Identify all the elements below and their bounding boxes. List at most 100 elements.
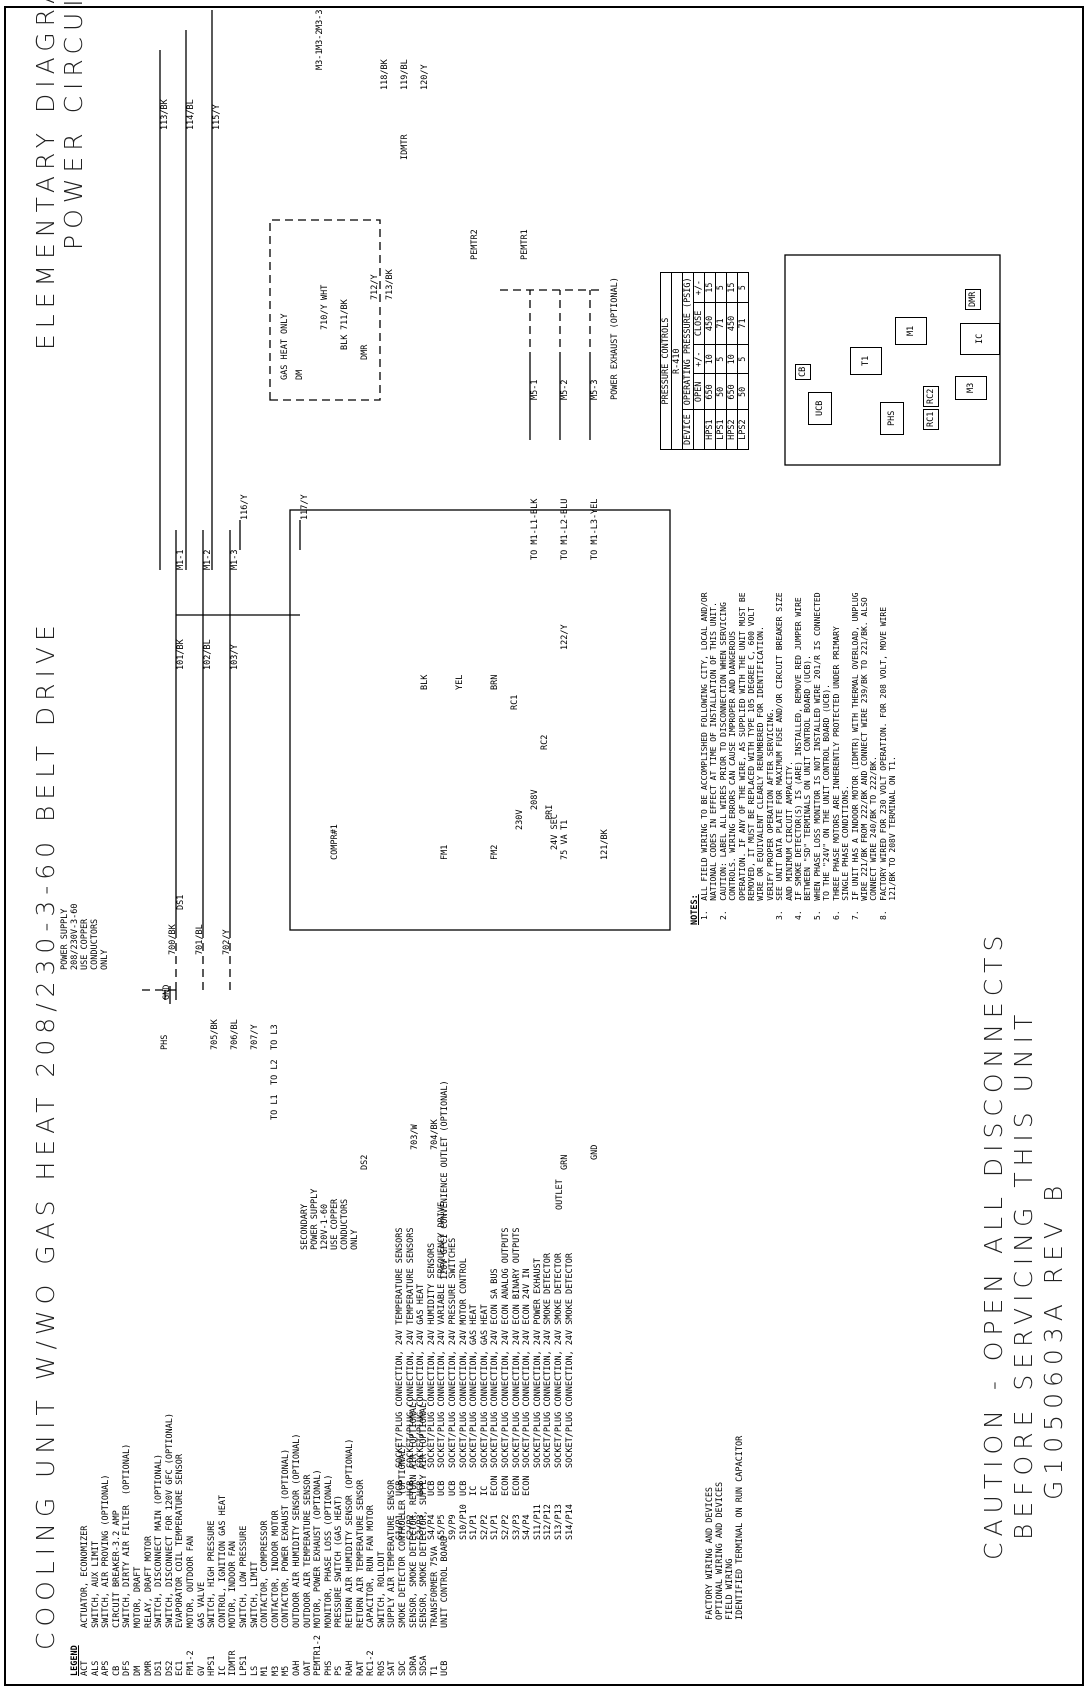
legend-desc: SWITCH, ROLLOUT bbox=[376, 1551, 387, 1628]
wire-117-label: 117/Y bbox=[300, 494, 310, 520]
pressure-cell: 5 bbox=[737, 272, 749, 303]
plug-board: ECON bbox=[522, 1475, 533, 1496]
wire-713-label: 713/BK bbox=[385, 269, 395, 300]
to-l1-label: TO L1 bbox=[270, 1094, 280, 1120]
legend-desc: CIRCUIT BREAKER-3.2 AMP bbox=[111, 1510, 122, 1628]
pemtr1-label: PEMTR1 bbox=[520, 229, 530, 260]
to-l2-label: TO L2 bbox=[270, 1059, 280, 1085]
m1-2-label: M1-2 bbox=[203, 549, 213, 570]
rc1-label: RC1 bbox=[510, 694, 520, 710]
note-line: 8. FACTORY WIRED FOR 230 VOLT OPERATION.… bbox=[878, 606, 888, 920]
wire-101-label: 101/BK bbox=[176, 639, 186, 670]
secondary-supply-line: ONLY bbox=[350, 1229, 360, 1250]
note-line: SINGLE PHASE CONDITIONS. bbox=[841, 785, 851, 920]
legend-code: DS2 bbox=[164, 1660, 175, 1676]
pressure-cell: 71 bbox=[715, 302, 727, 345]
note-line: 121/BK TO 208V TERMINAL ON T1. bbox=[888, 756, 898, 920]
key-item: OPTIONAL WIRING AND DEVICES bbox=[715, 1481, 725, 1620]
plug-desc: SOCKET/PLUG CONNECTION, 24V SMOKE DETECT… bbox=[554, 1253, 564, 1468]
pressure-cell: 10 bbox=[726, 344, 738, 374]
phs-label: PHS bbox=[160, 1034, 170, 1050]
wire-701-label: 701/BL bbox=[195, 924, 205, 955]
gnd-label: GND bbox=[162, 984, 172, 1000]
plug-code: S11/P11 bbox=[532, 1504, 543, 1540]
dmr-label: DMR bbox=[360, 344, 370, 360]
plug-desc: SOCKET/PLUG CONNECTION, 24V POWER EXHAUS… bbox=[532, 1258, 543, 1468]
legend-code: IDMTR bbox=[228, 1650, 239, 1676]
note-line: NATIONAL CODES IN EFFECT AT TIME OF INST… bbox=[709, 602, 719, 920]
power-supply-line: USE COPPER bbox=[80, 918, 90, 970]
legend-desc: ACTUATOR, ECONOMIZER bbox=[80, 1525, 90, 1628]
legend-desc: CONTACTOR, COMPRESSOR bbox=[260, 1520, 271, 1628]
m1-1-label: M1-1 bbox=[176, 549, 186, 570]
to-l3-label: TO L3 bbox=[270, 1024, 280, 1050]
pressure-cell: 50 bbox=[715, 374, 727, 410]
dm-label: DM bbox=[295, 369, 305, 380]
plug-desc: SOCKET/PLUG CONNECTION, 24V TEMPERATURE … bbox=[395, 1227, 405, 1468]
control-panel-outline bbox=[784, 254, 1001, 466]
plug-code: S1/P1 bbox=[395, 1514, 405, 1540]
plug-desc: SOCKET/PLUG CONNECTION, 24V TEMPERATURE … bbox=[405, 1227, 416, 1468]
note-line: 5. WHEN PHASE LOSS MONITOR IS NOT INSTAL… bbox=[812, 592, 822, 920]
legend-code: RAT bbox=[355, 1660, 366, 1676]
key-item: FACTORY WIRING AND DEVICES bbox=[705, 1486, 715, 1620]
panel-phs: PHS bbox=[880, 401, 904, 435]
pressure-cell: 5 bbox=[715, 272, 727, 303]
plug-desc: SOCKET/PLUG CONNECTION, 24V SMOKE DETECT… bbox=[543, 1253, 554, 1468]
legend-code: M3 bbox=[270, 1665, 281, 1676]
power-exhaust-label: POWER EXHAUST (OPTIONAL) bbox=[610, 277, 620, 400]
to-m1-l2-label: TO M1-L2-BLU bbox=[560, 498, 570, 560]
legend-desc: SWITCH, AUX LIMIT bbox=[90, 1541, 101, 1628]
legend-code: RAH bbox=[345, 1660, 355, 1676]
pressure-title: PRESSURE CONTROLS bbox=[660, 272, 672, 450]
pressure-sub-close: CLOSE bbox=[693, 302, 705, 345]
title-power-circuit: POWER CIRCUIT bbox=[59, 0, 88, 250]
plug-code: S14/P14 bbox=[564, 1504, 575, 1540]
legend-desc: SWITCH, DISCONNECT MAIN (OPTIONAL) bbox=[154, 1454, 165, 1628]
note-line: OPERATION. IF ANY OF THE WIRE, AS SUPPLI… bbox=[737, 592, 747, 920]
legend-desc: SWITCH, HIGH PRESSURE bbox=[207, 1520, 218, 1628]
wire-700-label: 700/BK bbox=[168, 924, 178, 955]
pressure-cell: 5 bbox=[737, 344, 749, 374]
outlet-label: OUTLET bbox=[555, 1179, 565, 1210]
m3-2-label: M3-2 bbox=[315, 29, 325, 50]
m3-3-label: M3-3 bbox=[315, 9, 325, 30]
panel-m3: M3 bbox=[955, 375, 987, 400]
grn-label: GRN bbox=[560, 1154, 570, 1170]
compressor-label: COMPR#1 bbox=[330, 824, 340, 860]
m1-3-label: M1-3 bbox=[230, 549, 240, 570]
secondary-supply-line: CONDUCTORS bbox=[340, 1198, 350, 1250]
legend-desc: UNIT CONTROL BOARD bbox=[440, 1535, 451, 1628]
gnd2-label: GND bbox=[590, 1144, 600, 1160]
pemtr2-label: PEMTR2 bbox=[470, 229, 480, 260]
plug-code: S5/P5 bbox=[437, 1514, 448, 1540]
panel-rc1: RC1 bbox=[923, 408, 939, 430]
legend-code: ROS bbox=[376, 1660, 387, 1676]
plug-desc: SOCKET/PLUG CONNECTION, 24V MOTOR CONTRO… bbox=[458, 1258, 469, 1468]
power-supply-line: POWER SUPPLY bbox=[60, 908, 70, 970]
wire-122-label: 122/Y bbox=[560, 624, 570, 650]
legend-desc: MOTOR, INDOOR FAN bbox=[228, 1541, 239, 1628]
legend-code: LS bbox=[249, 1665, 260, 1676]
wire-113-label: 113/BK bbox=[160, 99, 170, 130]
pressure-cell: 10 bbox=[704, 344, 716, 374]
legend-code: M5 bbox=[281, 1665, 292, 1676]
yel-label: YEL bbox=[455, 674, 465, 690]
note-line: 4. IF SMOKE DETECTOR(S) IS (ARE) INSTALL… bbox=[794, 597, 804, 920]
legend-code: PEMTR1-2 bbox=[313, 1635, 324, 1676]
t1-label: T1 bbox=[560, 819, 570, 830]
plug-code: S3/P3 bbox=[511, 1514, 522, 1540]
pressure-sub-tol1: +/- bbox=[693, 344, 705, 374]
pressure-cell: LPS2 bbox=[737, 409, 749, 450]
legend-desc: SWITCH, LOW PRESSURE bbox=[239, 1525, 249, 1628]
legend-desc: TRANSFORMER 75VA bbox=[429, 1546, 440, 1628]
idmtr-label: IDMTR bbox=[400, 134, 410, 160]
plug-desc: SOCKET/PLUG CONNECTION, GAS HEAT bbox=[479, 1304, 490, 1468]
wire-116-label: 116/Y bbox=[240, 494, 250, 520]
plug-desc: SOCKET/PLUG CONNECTION, GAS HEAT bbox=[469, 1304, 480, 1468]
caution-line-1: CAUTION - OPEN ALL DISCONNECTS bbox=[979, 929, 1008, 1560]
pressure-cell: 450 bbox=[704, 302, 716, 345]
